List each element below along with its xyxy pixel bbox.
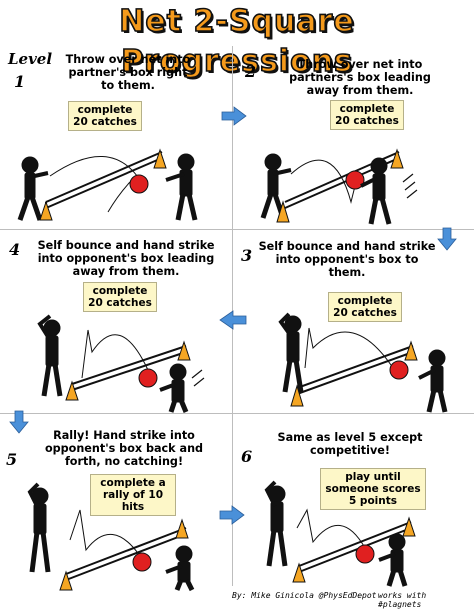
hitter-figure bbox=[264, 480, 288, 567]
level-instruction: Self bounce and hand strike into opponen… bbox=[37, 239, 215, 278]
cone-icon bbox=[404, 340, 418, 361]
receiver-figure bbox=[165, 153, 198, 221]
cone-icon bbox=[65, 380, 79, 401]
hitter-figure bbox=[27, 482, 51, 573]
goal-box: complete 20 catches bbox=[330, 100, 404, 130]
horizontal-divider-1 bbox=[0, 229, 474, 230]
scene-illustration bbox=[264, 480, 416, 587]
left-arrow-icon bbox=[219, 310, 247, 330]
footer-note: works with #plagnets bbox=[378, 591, 427, 609]
net bbox=[296, 345, 414, 395]
level-instruction: Rally! Hand strike into opponent's box b… bbox=[44, 429, 204, 468]
ball-path bbox=[49, 155, 141, 213]
level-instruction: Throw over net into partner's box right … bbox=[65, 53, 191, 92]
cone-icon bbox=[153, 148, 167, 169]
scene-illustration bbox=[27, 482, 195, 592]
page-title: Net 2-Square Progressions bbox=[118, 3, 355, 80]
ball-icon bbox=[138, 368, 158, 388]
level-number: 3 bbox=[241, 246, 253, 265]
horizontal-divider-2 bbox=[0, 413, 474, 414]
level-number: 4 bbox=[9, 240, 21, 259]
motion-lines bbox=[191, 369, 205, 387]
ball-icon bbox=[389, 360, 409, 380]
cone-icon bbox=[290, 384, 304, 407]
opponent-figure bbox=[165, 545, 195, 592]
scene-illustration bbox=[17, 148, 198, 221]
net bbox=[65, 527, 187, 581]
right-arrow-icon bbox=[219, 505, 245, 525]
level-number: 2 bbox=[245, 62, 257, 81]
level-number: 6 bbox=[241, 447, 253, 466]
level-instruction: Throw over net into partners's box leadi… bbox=[289, 58, 431, 97]
net bbox=[71, 345, 187, 391]
thrower-figure bbox=[260, 153, 292, 219]
cone-icon bbox=[39, 200, 53, 221]
cone-icon bbox=[292, 562, 306, 583]
goal-box: complete 20 catches bbox=[83, 282, 157, 312]
ball-icon bbox=[345, 170, 365, 190]
ball-icon bbox=[355, 544, 375, 564]
cone-icon bbox=[175, 518, 189, 539]
ball-path bbox=[296, 508, 366, 549]
scene-illustration bbox=[260, 148, 418, 225]
cone-icon bbox=[276, 200, 290, 223]
goal-box: complete 20 catches bbox=[68, 101, 142, 131]
cone-icon bbox=[59, 570, 73, 591]
thrower-figure bbox=[17, 156, 49, 221]
cone-icon bbox=[177, 340, 191, 361]
ball-path bbox=[81, 329, 149, 379]
scene-illustration bbox=[37, 314, 205, 413]
level-instruction: Self bounce and hand strike into opponen… bbox=[258, 240, 436, 279]
cone-icon bbox=[390, 148, 404, 169]
down-arrow-icon bbox=[437, 227, 457, 251]
level-number: 5 bbox=[6, 450, 18, 469]
hitter-figure bbox=[278, 312, 304, 393]
scene-illustration bbox=[278, 312, 448, 413]
ball-icon bbox=[132, 552, 152, 572]
level-instruction: Same as level 5 except competitive! bbox=[277, 431, 423, 457]
goal-box: complete 20 catches bbox=[328, 292, 402, 322]
opponent-figure bbox=[378, 533, 408, 587]
receiver-figure bbox=[360, 157, 392, 225]
opponent-figure bbox=[159, 363, 189, 413]
opponent-figure bbox=[418, 349, 448, 413]
credit-text: By: Mike Ginicola @PhysEdDepot bbox=[232, 591, 377, 600]
down-arrow-icon bbox=[9, 410, 29, 434]
goal-box: complete a rally of 10 hits bbox=[90, 474, 176, 516]
motion-lines bbox=[402, 173, 418, 199]
level-label: Level bbox=[8, 50, 53, 68]
cone-icon bbox=[402, 516, 416, 537]
hitter-figure bbox=[37, 314, 63, 397]
ball-icon bbox=[129, 174, 149, 194]
ball-path bbox=[290, 159, 358, 204]
ball-path bbox=[69, 509, 141, 557]
ball-path bbox=[304, 327, 394, 369]
right-arrow-icon bbox=[221, 106, 247, 126]
level-number: 1 bbox=[14, 72, 26, 91]
goal-box: play until someone scores 5 points bbox=[320, 468, 426, 510]
